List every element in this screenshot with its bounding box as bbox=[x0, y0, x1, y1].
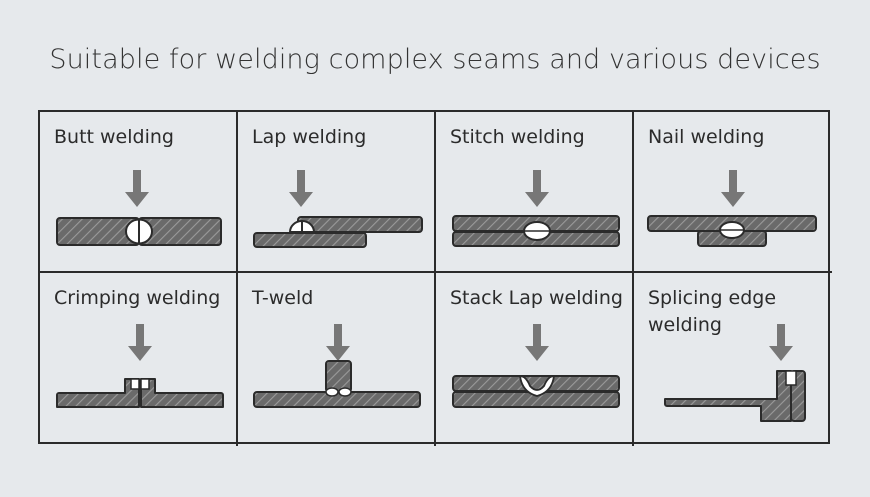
lap-welding-diagram bbox=[253, 170, 423, 248]
plate-vertical bbox=[325, 360, 352, 393]
weld-bead-right bbox=[140, 378, 150, 390]
down-arrow-icon bbox=[125, 170, 149, 207]
plate-l-shaped bbox=[664, 370, 792, 422]
cell-nail-welding: Nail welding bbox=[634, 112, 832, 273]
nail-welding-diagram bbox=[647, 170, 817, 247]
plate-upper bbox=[297, 216, 423, 233]
weld-bead-left bbox=[325, 387, 339, 397]
cell-butt-welding: Butt welding bbox=[40, 112, 238, 273]
cell-label: Stack Lap welding bbox=[450, 287, 623, 309]
stack-lap-welding-diagram bbox=[452, 324, 620, 408]
cell-label: Crimping welding bbox=[54, 287, 221, 309]
cell-label: Lap welding bbox=[252, 126, 367, 148]
weld-bead-right bbox=[338, 387, 352, 397]
cell-lap-welding: Lap welding bbox=[238, 112, 436, 273]
butt-welding-diagram bbox=[56, 170, 222, 246]
weld-type-grid: Butt welding Lap welding bbox=[38, 110, 832, 446]
cell-stack-lap-welding: Stack Lap welding bbox=[436, 273, 634, 446]
down-arrow-icon bbox=[721, 170, 745, 207]
plate-lower bbox=[253, 232, 367, 248]
page-title: Suitable for welding complex seams and v… bbox=[49, 44, 821, 75]
down-arrow-icon bbox=[525, 170, 549, 207]
cell-crimping-welding: Crimping welding bbox=[40, 273, 238, 446]
weld-bead bbox=[785, 370, 797, 386]
weld-bead-left bbox=[130, 378, 140, 390]
cell-label: Butt welding bbox=[54, 126, 174, 148]
down-arrow-icon bbox=[525, 324, 549, 361]
plate-left-bent bbox=[56, 378, 140, 408]
down-arrow-icon bbox=[128, 324, 152, 361]
weld-bead bbox=[519, 375, 555, 397]
down-arrow-icon bbox=[769, 324, 793, 361]
splicing-edge-welding-diagram bbox=[664, 324, 806, 422]
cell-label: Nail welding bbox=[648, 126, 765, 148]
plate-right-bent bbox=[140, 378, 224, 408]
cell-splicing-edge-welding: Splicing edge welding bbox=[634, 273, 832, 446]
stitch-welding-diagram bbox=[452, 170, 620, 247]
cell-label: Stitch welding bbox=[450, 126, 585, 148]
cell-stitch-welding: Stitch welding bbox=[436, 112, 634, 273]
plate-upper bbox=[452, 375, 620, 392]
crimping-welding-diagram bbox=[56, 324, 224, 408]
cell-label: Splicing edge welding bbox=[648, 287, 777, 336]
cell-label: T-weld bbox=[252, 287, 314, 309]
down-arrow-icon bbox=[289, 170, 313, 207]
down-arrow-icon bbox=[326, 324, 350, 361]
cell-t-weld: T-weld bbox=[238, 273, 436, 446]
t-weld-diagram bbox=[253, 324, 421, 408]
